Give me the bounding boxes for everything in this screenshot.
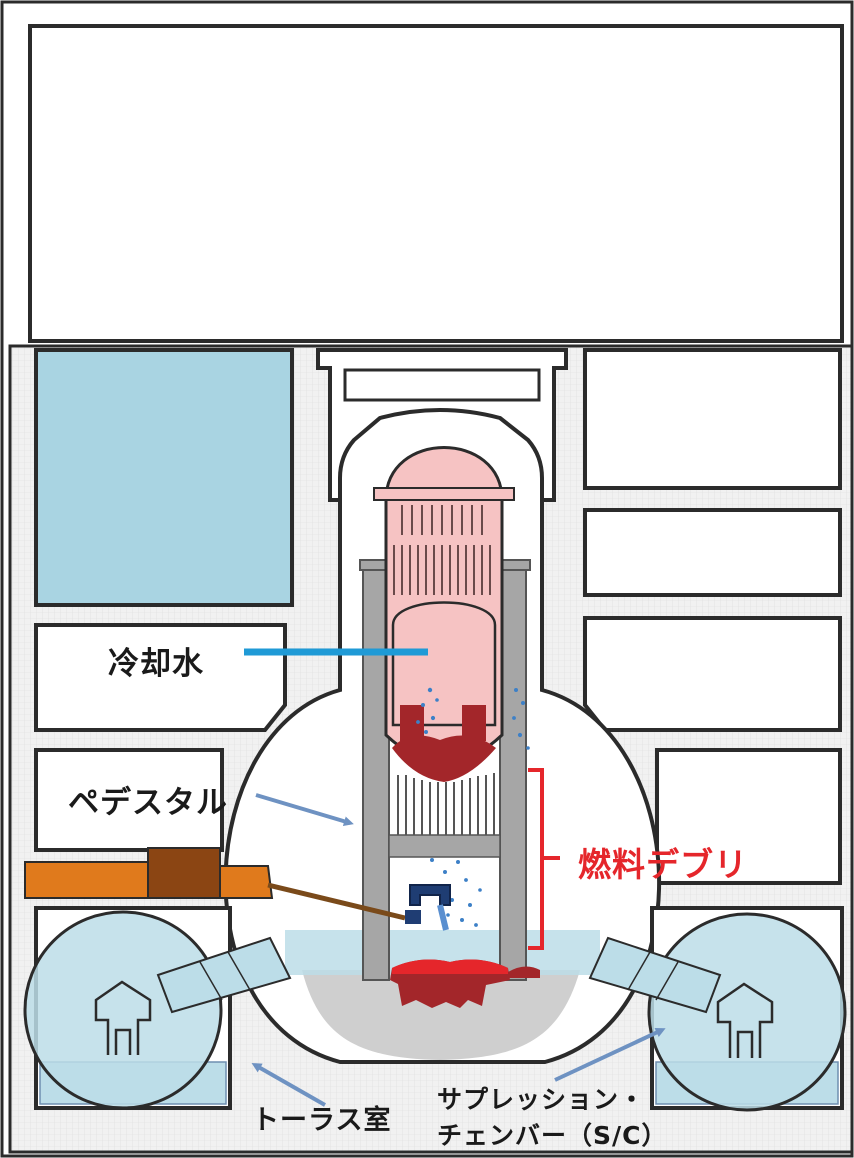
fuel-debris-label: 燃料デブリ (578, 845, 748, 884)
x6-penetration-pipe (24, 861, 149, 899)
pedestal-arrow (255, 793, 354, 827)
suppression-chamber-label-line1: サプレッション・ (437, 1085, 646, 1114)
suppression-chamber-label-line2: チェンバー（S/C） (437, 1121, 668, 1150)
right-room-2 (583, 508, 842, 597)
fuel-debris-bracket (528, 768, 560, 950)
right-room-3 (583, 616, 842, 732)
right-room-top (583, 348, 842, 490)
torus-room-arrow (251, 1063, 326, 1107)
vent-pipe-left (156, 936, 292, 1014)
rpv-fuel-debris (392, 735, 496, 782)
left-room-lower (34, 748, 224, 852)
torus-room-label: トーラス室 (252, 1105, 392, 1136)
spent-fuel-pool (34, 348, 294, 607)
left-room-middle (34, 623, 287, 732)
vent-pipe-right (588, 936, 722, 1014)
suppression-chamber-left (23, 910, 223, 1110)
suppression-chamber-right (647, 912, 847, 1112)
upper-building (28, 24, 844, 343)
pedestal-label: ペデスタル (68, 785, 228, 821)
coolant-water-label: 冷却水 (108, 646, 204, 682)
suppression-chamber-arrow (554, 1028, 666, 1082)
pedestal-right-wall (499, 564, 527, 981)
